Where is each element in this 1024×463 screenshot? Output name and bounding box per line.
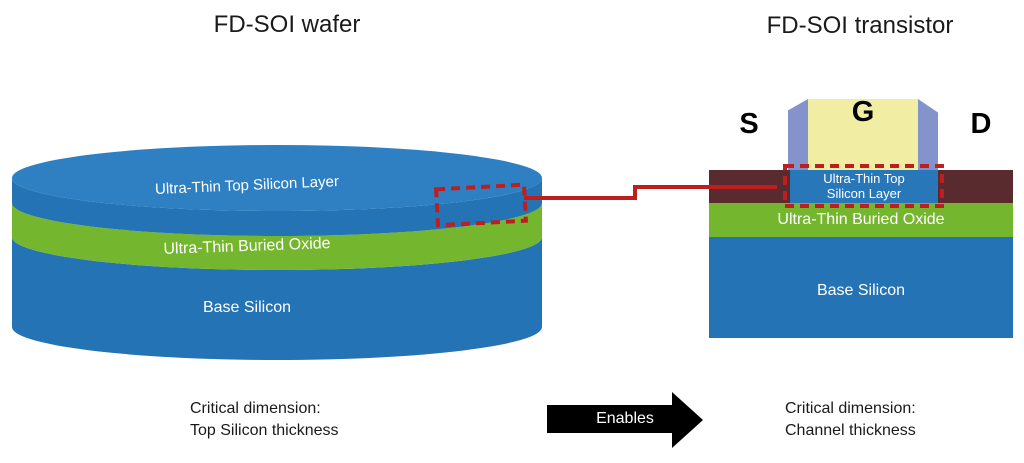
source-terminal-label: S	[739, 108, 759, 140]
wafer-base-silicon-label: Base Silicon	[202, 299, 292, 316]
wafer-caption-line2: Top Silicon thickness	[190, 422, 339, 439]
enables-arrow-label: Enables	[596, 410, 654, 427]
transistor-channel-label: Ultra-Thin Top Silicon Layer	[787, 171, 941, 201]
wafer-buried-oxide-band	[12, 203, 542, 270]
transistor-channel-label-line2: Silicon Layer	[826, 186, 902, 201]
wafer-top-silicon-band	[12, 178, 542, 236]
gate-spacer-right	[918, 99, 938, 170]
transistor-buried-oxide-layer	[709, 203, 1013, 237]
transistor-buried-oxide-label: Ultra-Thin Buried Oxide	[777, 211, 945, 228]
drain-terminal-label: D	[970, 108, 992, 140]
gate-electrode	[808, 99, 918, 170]
transistor-caption-line1: Critical dimension:	[785, 400, 916, 417]
wafer-caption-line1: Critical dimension:	[190, 400, 321, 417]
transistor-caption-line2: Channel thickness	[785, 422, 916, 439]
wafer-caption: Critical dimension: Top Silicon thicknes…	[190, 398, 420, 442]
gate-spacer-left	[788, 99, 808, 170]
gate-terminal-label: G	[851, 96, 875, 128]
transistor-title: FD-SOI transistor	[766, 12, 954, 39]
transistor-channel-label-line1: Ultra-Thin Top	[823, 171, 905, 186]
wafer-title: FD-SOI wafer	[213, 11, 361, 38]
wafer-top-face	[12, 145, 542, 211]
wafer-base-silicon-band	[12, 237, 542, 360]
transistor-base-silicon-label: Base Silicon	[816, 282, 906, 299]
transistor-caption: Critical dimension: Channel thickness	[785, 398, 1015, 442]
transistor-base-silicon-layer	[709, 237, 1013, 338]
